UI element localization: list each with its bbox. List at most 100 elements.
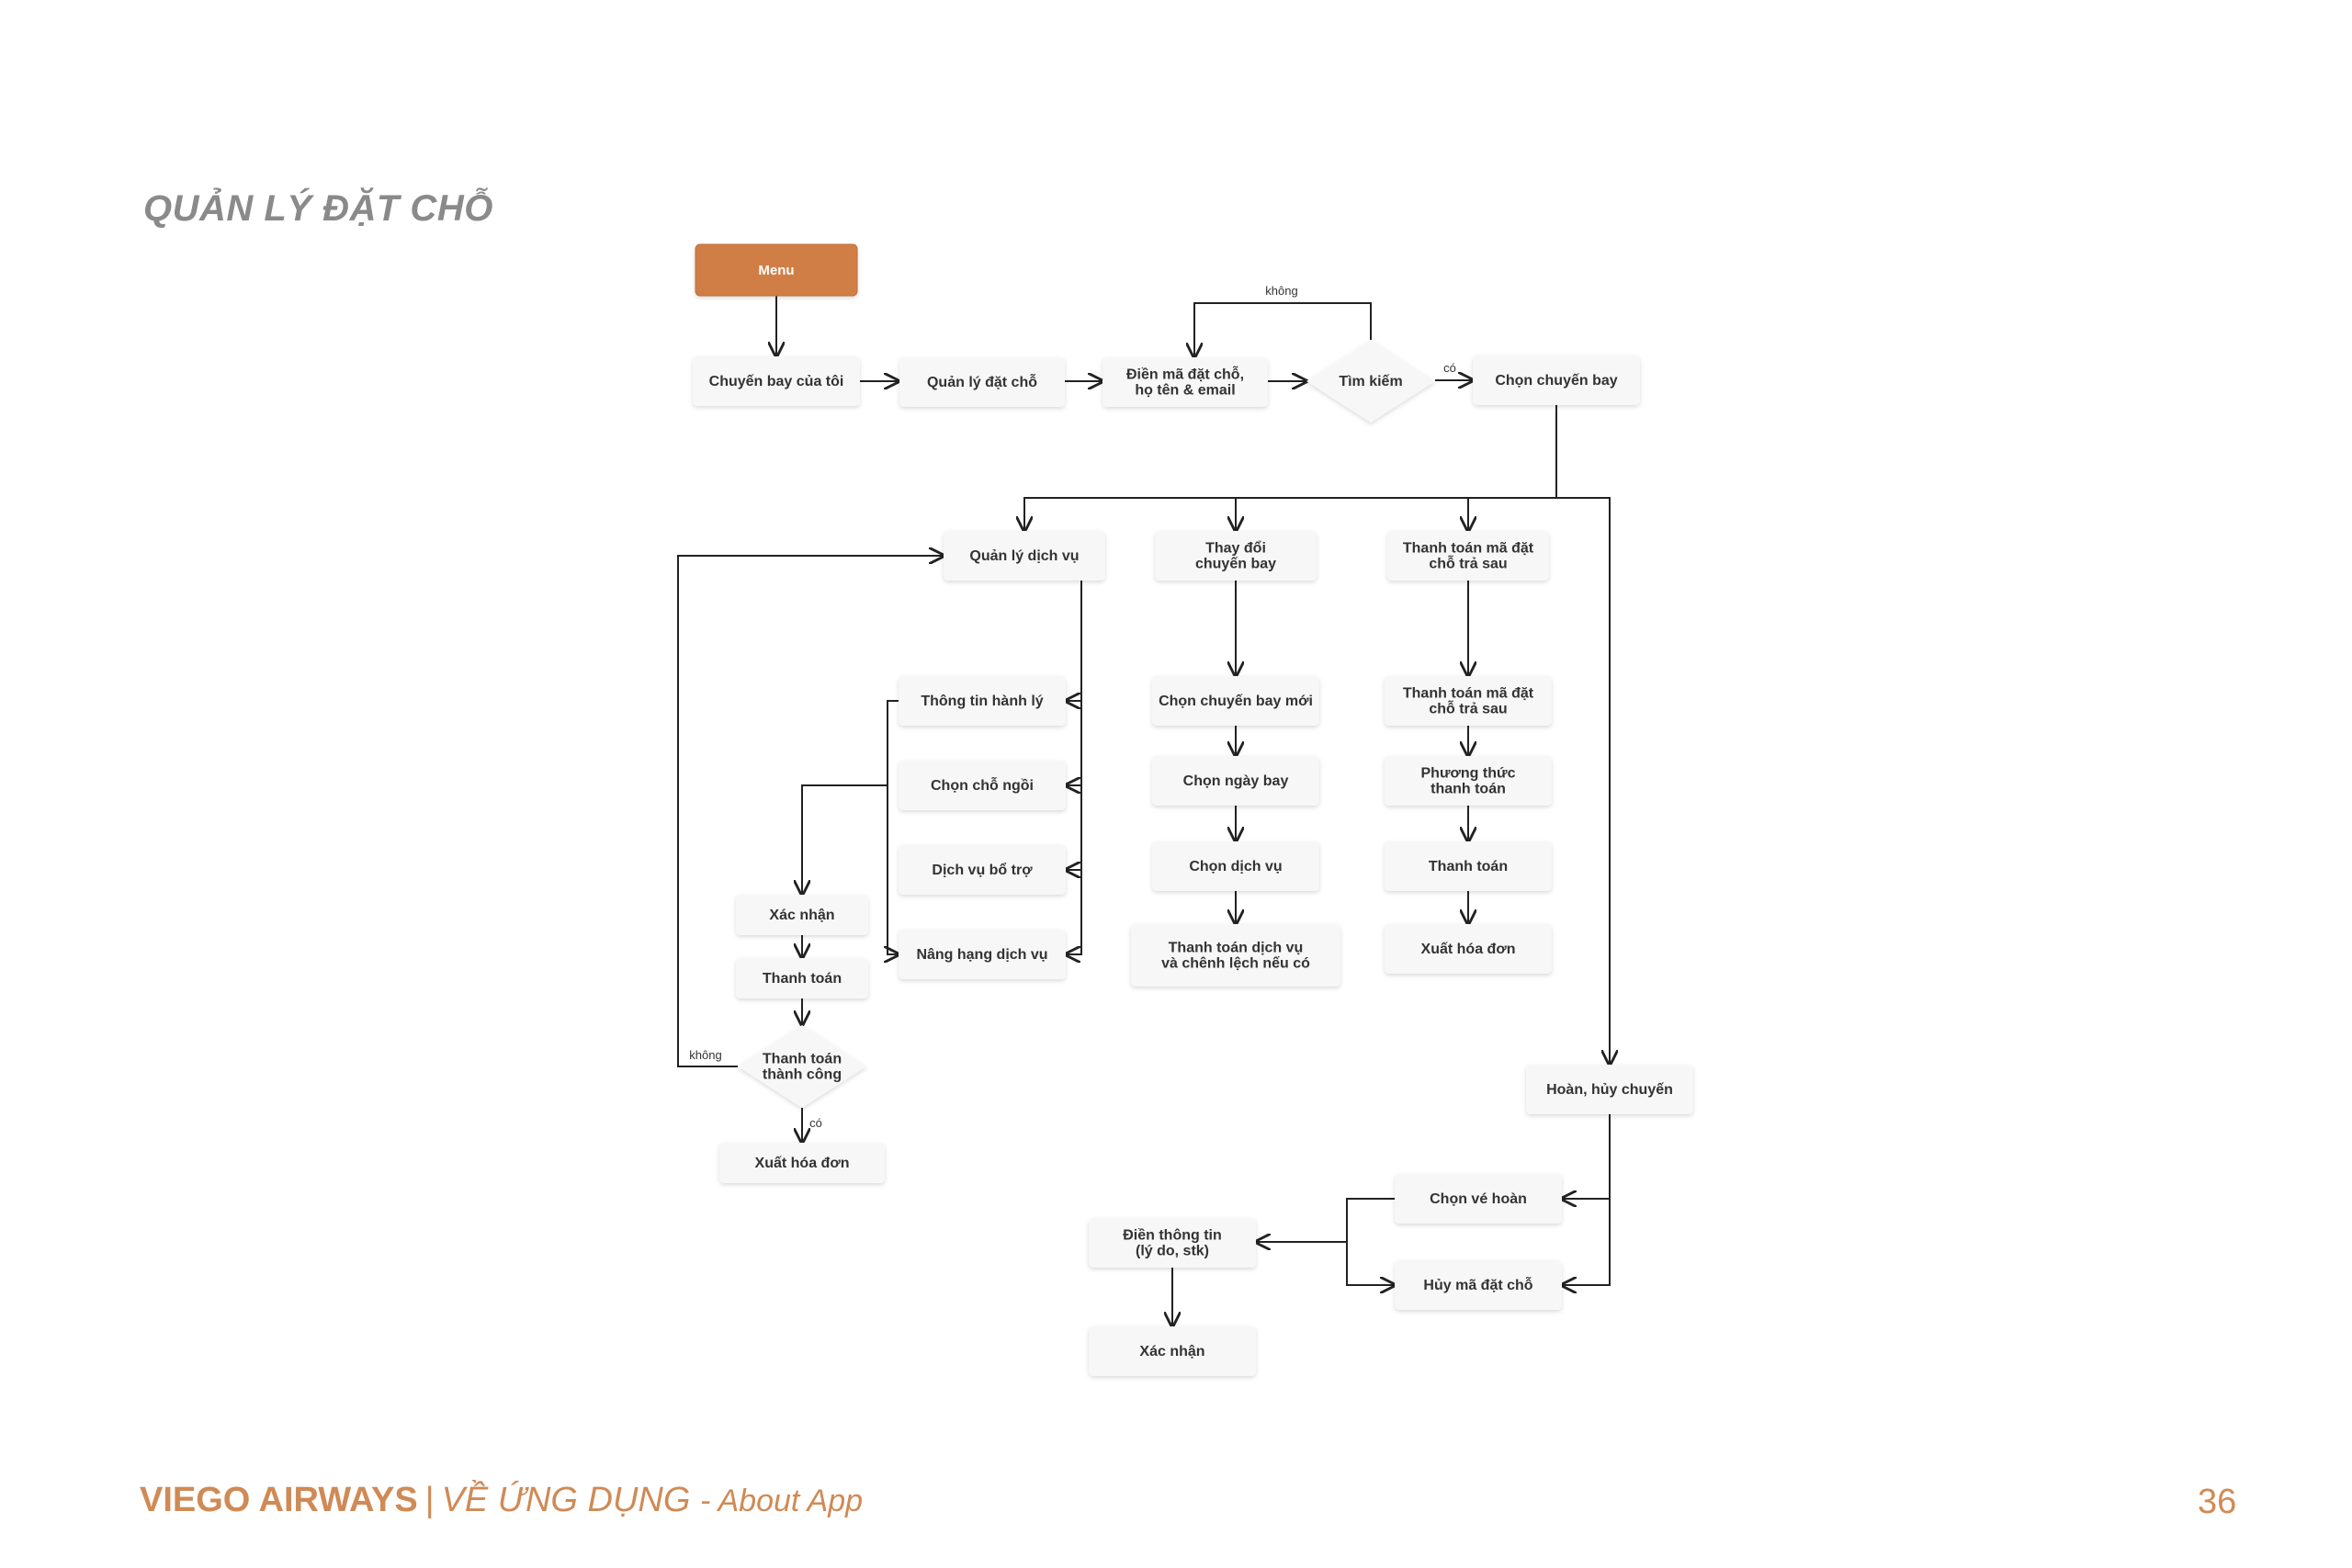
node-choose-service: Chọn dịch vụ (1152, 841, 1319, 891)
flowchart-edges (677, 296, 1610, 1326)
node-upgrade-label: Nâng hạng dịch vụ (916, 947, 1047, 963)
node-cancel-booking-label: Hủy mã đặt chỗ (1423, 1276, 1532, 1293)
node-enter-code: Điền mã đặt chỗ,họ tên & email (1102, 357, 1268, 407)
node-choose-flight-shape (1473, 355, 1640, 405)
node-menu-shape (695, 243, 858, 297)
edge-label-yes-left: có (809, 1116, 822, 1130)
node-baggage-label: Thông tin hành lý (921, 694, 1043, 709)
node-new-flight-shape (1152, 676, 1319, 726)
node-pay-later-2-shape (1385, 676, 1552, 726)
node-pay-service-diff-label-2: và chênh lệch nếu có (1161, 956, 1310, 972)
node-manage-booking: Quản lý đặt chỗ (899, 357, 1065, 407)
node-payment-method-label-2: thanh toán (1430, 782, 1506, 797)
node-extra-services-shape (899, 845, 1066, 895)
node-search-label: Tìm kiếm (1339, 374, 1402, 389)
node-pay-left-label: Thanh toán (763, 971, 842, 987)
node-manage-services-shape (944, 531, 1105, 581)
node-confirm-left: Xác nhận (736, 895, 868, 935)
footer-separator: | (424, 1481, 435, 1519)
node-confirm-bottom-shape (1089, 1326, 1256, 1376)
node-invoice-right-shape (1385, 924, 1552, 974)
node-flight-date-shape (1152, 756, 1319, 806)
node-upgrade: Nâng hạng dịch vụ (899, 930, 1066, 979)
node-refund-cancel-shape (1526, 1065, 1693, 1114)
node-pay-service-diff-label-1: Thanh toán dịch vụ (1169, 941, 1304, 956)
node-upgrade-shape (899, 930, 1066, 979)
node-choose-flight-label: Chọn chuyến bay (1495, 373, 1617, 389)
edge-label-yes-top: có (1443, 361, 1456, 375)
node-flight-date-label: Chọn ngày bay (1183, 773, 1289, 789)
node-pay-left-shape (736, 958, 868, 998)
footer-brand: VIEGO AIRWAYS (140, 1481, 418, 1519)
node-cancel-booking: Hủy mã đặt chỗ (1395, 1260, 1562, 1310)
node-pay-later-shape (1387, 531, 1549, 581)
node-extra-services-label: Dịch vụ bổ trợ (932, 862, 1033, 878)
flow-edge-8 (1024, 497, 1556, 531)
node-new-flight: Chọn chuyến bay mới (1152, 676, 1319, 726)
node-pay-later-2-label-2: chỗ trả sau (1429, 700, 1507, 717)
node-refund-cancel-label: Hoàn, hủy chuyến (1546, 1082, 1673, 1098)
flow-edge-7 (1555, 405, 1610, 1065)
node-choose-flight: Chọn chuyến bay (1473, 355, 1640, 405)
node-pay-later-label-1: Thanh toán mã đặt (1403, 541, 1534, 557)
node-enter-code-label-2: họ tên & email (1135, 383, 1235, 399)
edge-label-no-top: không (1265, 284, 1297, 298)
node-choose-service-label: Chọn dịch vụ (1189, 859, 1282, 874)
node-fill-info-shape (1089, 1218, 1256, 1268)
flow-edge-5 (1194, 302, 1372, 357)
node-pay-right-shape (1385, 841, 1552, 891)
node-manage-booking-label: Quản lý đặt chỗ (927, 373, 1037, 390)
node-seat: Chọn chỗ ngồi (899, 761, 1066, 810)
node-change-flight-label-2: chuyến bay (1195, 557, 1276, 572)
node-menu: Menu (695, 243, 858, 297)
node-extra-services: Dịch vụ bổ trợ (899, 845, 1066, 895)
node-refund-ticket-shape (1395, 1174, 1562, 1224)
node-invoice-right-label: Xuất hóa đơn (1421, 942, 1516, 957)
node-search: Tìm kiếm (1306, 340, 1435, 423)
node-invoice-left-label: Xuất hóa đơn (755, 1156, 850, 1171)
node-pay-later-2-label-1: Thanh toán mã đặt (1403, 686, 1534, 702)
node-new-flight-label: Chọn chuyến bay mới (1159, 694, 1313, 709)
flow-edge-31 (1346, 1198, 1395, 1285)
node-invoice-left-shape (719, 1143, 885, 1183)
node-flight-date: Chọn ngày bay (1152, 756, 1319, 806)
flow-edge-20 (677, 556, 944, 1067)
node-confirm-left-label: Xác nhận (769, 908, 834, 923)
page-title: QUẢN LÝ ĐẶT CHỖ (143, 188, 493, 229)
flow-edge-11 (1066, 581, 1082, 954)
node-pay-success-shape (738, 1025, 866, 1108)
node-pay-success-label-2: thành công (763, 1067, 842, 1083)
node-my-flights: Chuyến bay của tôi (693, 356, 860, 406)
node-my-flights-shape (693, 356, 860, 406)
footer-section: VỀ ỨNG DỤNG (441, 1481, 691, 1519)
node-my-flights-label: Chuyến bay của tôi (709, 374, 844, 389)
edge-label-no-left: không (689, 1048, 721, 1062)
node-manage-booking-shape (899, 357, 1065, 407)
flowchart-edge-labels: không có không có (689, 284, 1456, 1130)
node-confirm-bottom-label: Xác nhận (1139, 1344, 1204, 1359)
node-refund-cancel: Hoàn, hủy chuyến (1526, 1065, 1693, 1114)
node-fill-info-label-2: (lý do, stk) (1136, 1244, 1209, 1259)
node-cancel-booking-shape (1395, 1260, 1562, 1310)
node-confirm-bottom: Xác nhận (1089, 1326, 1256, 1376)
node-seat-shape (899, 761, 1066, 810)
node-pay-right-label: Thanh toán (1429, 859, 1508, 874)
node-refund-ticket-label: Chọn vé hoàn (1430, 1191, 1527, 1207)
node-change-flight-label-1: Thay đổi (1205, 540, 1266, 557)
node-invoice-right: Xuất hóa đơn (1385, 924, 1552, 974)
footer: VIEGO AIRWAYS|VỀ ỨNG DỤNG - About App (140, 1481, 863, 1520)
node-baggage: Thông tin hành lý (899, 676, 1066, 726)
flow-edge-15 (888, 700, 899, 954)
node-payment-method-shape (1385, 756, 1552, 806)
node-pay-service-diff-shape (1131, 924, 1340, 987)
node-seat-label: Chọn chỗ ngồi (931, 776, 1034, 794)
node-confirm-left-shape (736, 895, 868, 935)
node-pay-right: Thanh toán (1385, 841, 1552, 891)
